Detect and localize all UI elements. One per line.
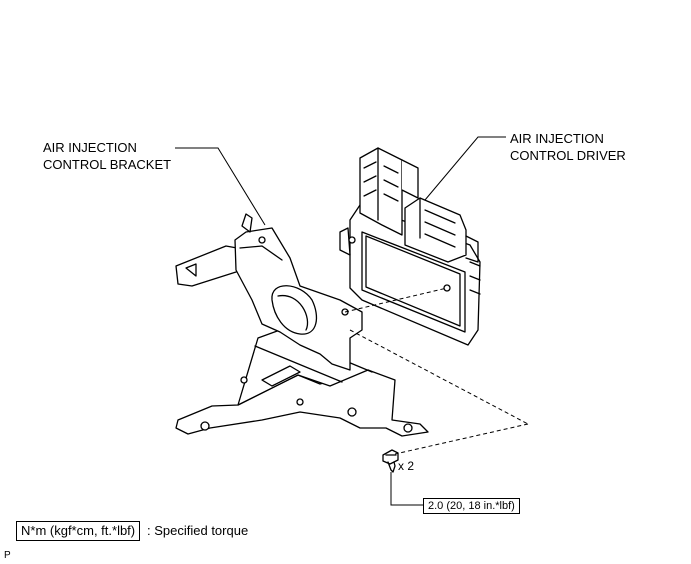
alignment-line — [349, 329, 529, 425]
driver-label: AIR INJECTION CONTROL DRIVER — [510, 130, 626, 164]
bracket-leader — [175, 147, 266, 226]
torque-legend-text: : Specified torque — [147, 523, 249, 538]
torque-unit-box: N*m (kgf*cm, ft.*lbf) — [16, 521, 141, 541]
bracket-label: AIR INJECTION CONTROL BRACKET — [43, 139, 171, 173]
bolt-quantity: x 2 — [398, 459, 415, 473]
bracket-label-line2: CONTROL BRACKET — [43, 157, 172, 172]
alignment-line — [344, 287, 448, 313]
bolt — [382, 449, 399, 473]
alignment-line — [394, 423, 529, 455]
air-injection-control-driver — [339, 147, 481, 346]
driver-label-line2: CONTROL DRIVER — [510, 148, 626, 163]
bracket-label-line1: AIR INJECTION — [43, 140, 137, 155]
footer-mark: P — [4, 550, 11, 561]
air-injection-control-bracket — [175, 213, 429, 437]
torque-spec-box: 2.0 (20, 18 in.*lbf) — [423, 498, 520, 514]
driver-label-line1: AIR INJECTION — [510, 131, 604, 146]
driver-leader — [424, 136, 506, 201]
torque-leader — [390, 472, 423, 506]
